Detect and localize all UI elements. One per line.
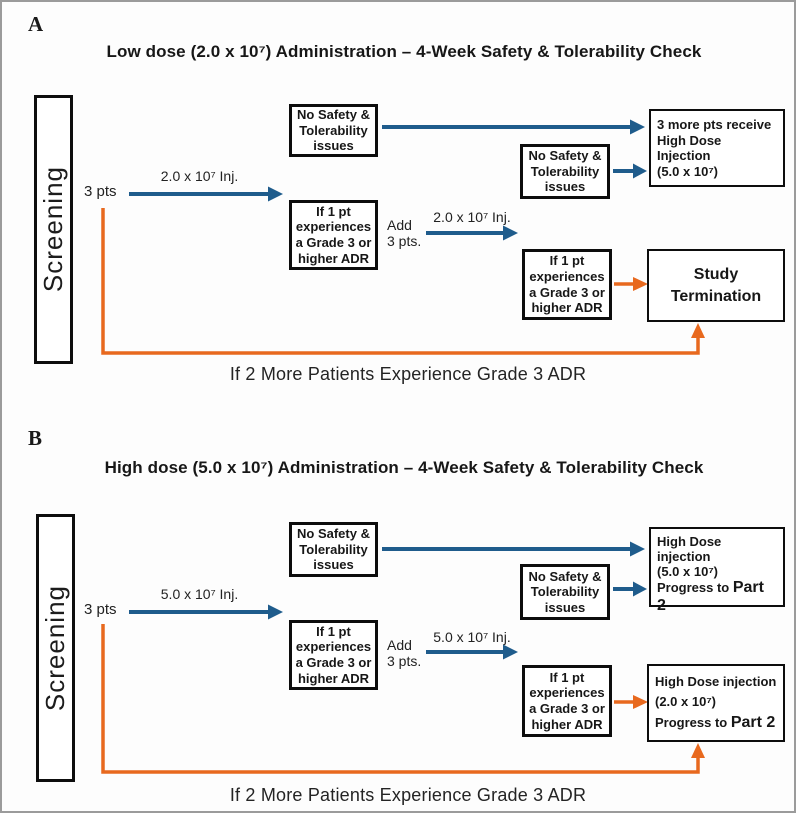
screening-box-b: Screening — [36, 514, 75, 782]
grade3-b2-line: experiences — [529, 685, 605, 701]
grade3-b2-line: a Grade 3 or — [529, 701, 605, 716]
inj-label-b2: 5.0 x 10⁷ Inj. — [433, 629, 511, 645]
outcome-b-top-progress: Progress to Part 2 — [657, 579, 777, 615]
outcome-a-top-line: 3 more pts receive — [657, 116, 772, 132]
part2-label: Part 2 — [730, 714, 776, 732]
part2-label: Part 2 — [657, 579, 764, 614]
no-safety-b2-line: issues — [544, 599, 586, 615]
arrow-inj-a1 — [129, 186, 283, 202]
add-pts-a-line2: 3 pts. — [387, 233, 422, 250]
no-safety-a2-line: No Safety & — [528, 148, 602, 164]
feedback-label-b: If 2 More Patients Experience Grade 3 AD… — [229, 785, 587, 805]
no-safety-box-a2: No Safety & Tolerability issues — [520, 144, 610, 199]
no-safety-a2-line: issues — [544, 179, 586, 195]
pts-label-a: 3 pts — [84, 183, 117, 200]
add-pts-label-a: Add 3 pts. — [387, 217, 421, 249]
outcome-box-b-top: High Dose injection (5.0 x 10⁷) Progress… — [649, 527, 785, 614]
no-safety-b2-line: No Safety & — [528, 568, 602, 584]
outcome-b-top-line: High Dose injection — [657, 534, 722, 564]
no-safety-b1-line: Tolerability — [299, 541, 368, 557]
no-safety-a1-line: No Safety & — [297, 107, 370, 123]
inj-label-a2: 2.0 x 10⁷ Inj. — [433, 209, 511, 225]
arrow-nosafety-b1-to-outcome — [382, 541, 645, 557]
outcome-b-bottom-progress: Progress to Part 2 — [655, 714, 775, 732]
no-safety-b1-line: issues — [313, 557, 354, 573]
progress-prefix: Progress to — [655, 715, 731, 731]
panel-b-title: High dose (5.0 x 10⁷) Administration – 4… — [104, 458, 704, 477]
grade3-a2-line: experiences — [529, 268, 605, 284]
inj-label-b1: 5.0 x 10⁷ Inj. — [160, 586, 239, 602]
grade3-a1-line: a Grade 3 or — [295, 235, 372, 250]
no-safety-a1-line: Tolerability — [299, 122, 368, 138]
grade3-box-b2: If 1 pt experiences a Grade 3 or higher … — [522, 665, 612, 737]
grade3-a1-line: experiences — [295, 219, 372, 235]
grade3-a1-line: higher ADR — [297, 250, 370, 266]
grade3-box-a1: If 1 pt experiences a Grade 3 or higher … — [289, 200, 378, 270]
grade3-b1-line: a Grade 3 or — [295, 655, 372, 670]
no-safety-b2-line: Tolerability — [530, 584, 600, 600]
grade3-a2-line: higher ADR — [531, 300, 603, 316]
pts-label-b: 3 pts — [84, 601, 117, 618]
outcome-box-a-top: 3 more pts receive High Dose Injection (… — [649, 109, 785, 187]
screening-label-a: Screening — [38, 166, 68, 293]
no-safety-box-b1: No Safety & Tolerability issues — [289, 522, 378, 577]
grade3-a2-line: If 1 pt — [549, 253, 585, 269]
termination-line: Study — [693, 265, 739, 283]
grade3-b1-line: experiences — [295, 639, 372, 655]
study-termination-box: Study Termination — [647, 249, 785, 322]
arrow-nosafety-a2-to-outcome — [613, 163, 647, 179]
grade3-box-a2: If 1 pt experiences a Grade 3 or higher … — [522, 249, 612, 320]
add-pts-a-line1: Add — [387, 217, 412, 233]
arrow-nosafety-a1-to-outcome — [382, 119, 645, 135]
arrow-grade3-b2-to-outcome — [614, 695, 648, 709]
outcome-a-top-line: High Dose Injection — [657, 132, 722, 163]
screening-box-a: Screening — [34, 95, 73, 364]
add-pts-b-line2: 3 pts. — [387, 653, 422, 670]
arrow-inj-b1 — [129, 604, 283, 620]
no-safety-box-a1: No Safety & Tolerability issues — [289, 104, 378, 157]
grade3-b1-line: If 1 pt — [316, 623, 351, 639]
add-pts-label-b: Add 3 pts. — [387, 637, 421, 669]
add-pts-b-line1: Add — [387, 637, 412, 653]
arrow-inj-b2 — [426, 644, 518, 660]
arrow-grade3-a2-to-termination — [614, 277, 648, 291]
grade3-box-b1: If 1 pt experiences a Grade 3 or higher … — [289, 620, 378, 690]
outcome-b-bottom-line: (2.0 x 10⁷) — [655, 693, 717, 709]
grade3-b2-line: higher ADR — [531, 716, 603, 732]
no-safety-b1-line: No Safety & — [297, 526, 370, 542]
grade3-a1-line: If 1 pt — [316, 203, 351, 219]
no-safety-box-b2: No Safety & Tolerability issues — [520, 564, 610, 620]
screening-label-b: Screening — [40, 584, 70, 712]
panel-b-label: B — [28, 426, 43, 450]
termination-line: Termination — [670, 287, 762, 305]
panel-a-title: Low dose (2.0 x 10⁷) Administration – 4-… — [106, 42, 702, 61]
outcome-box-b-bottom: High Dose injection (2.0 x 10⁷) Progress… — [647, 664, 785, 742]
inj-label-a1: 2.0 x 10⁷ Inj. — [160, 168, 239, 184]
arrow-inj-a2 — [426, 225, 518, 241]
grade3-a2-line: a Grade 3 or — [529, 284, 605, 300]
no-safety-a2-line: Tolerability — [530, 163, 600, 179]
arrow-nosafety-b2-to-outcome — [613, 581, 647, 597]
grade3-b1-line: higher ADR — [297, 670, 370, 686]
no-safety-a1-line: issues — [313, 138, 354, 154]
feedback-label-a: If 2 More Patients Experience Grade 3 AD… — [229, 364, 587, 384]
outcome-b-top-line: (5.0 x 10⁷) — [657, 564, 719, 579]
grade3-b2-line: If 1 pt — [549, 669, 585, 685]
progress-prefix: Progress to — [657, 580, 733, 595]
outcome-a-top-line: (5.0 x 10⁷) — [657, 164, 719, 180]
panel-a-label: A — [28, 12, 44, 36]
outcome-b-bottom-line: High Dose injection — [655, 673, 777, 689]
